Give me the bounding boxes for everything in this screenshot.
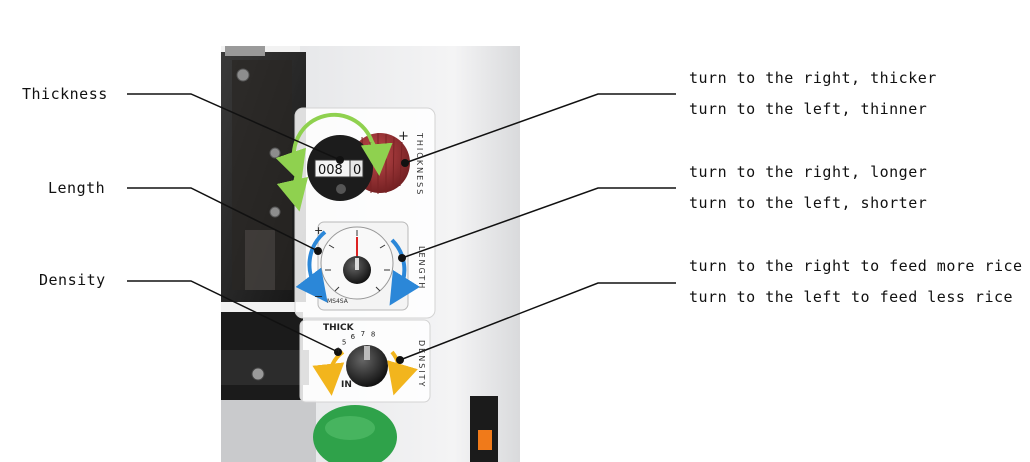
counter-digits: 008 [318, 163, 343, 178]
leader-length-note [401, 187, 676, 259]
note-thickness-left: turn to the left, thinner [689, 100, 928, 118]
label-density: Density [39, 271, 106, 289]
leader-thickness-note [404, 93, 676, 164]
hinge [225, 46, 265, 56]
note-length-right: turn to the right, longer [689, 163, 928, 181]
thickness-vertical-label: THICKNESS [415, 132, 424, 196]
density-knob [346, 345, 388, 387]
note-length-left: turn to the left, shorter [689, 194, 928, 212]
thickness-plus: + [398, 129, 409, 144]
length-arrow [295, 230, 328, 303]
density-thin-label: IN [341, 380, 352, 390]
density-scale-number: 8 [371, 331, 375, 339]
leader-thickness [127, 93, 341, 161]
density-scale-number: 4 [335, 347, 340, 355]
side-switch [470, 396, 498, 462]
density-scale-number: 6 [351, 333, 356, 341]
label-thickness: Thickness [22, 85, 108, 103]
thickness-arrow [275, 112, 374, 184]
density-scale-number: 7 [361, 330, 365, 338]
density-thick-label: THICK [323, 323, 355, 333]
counter-last-digit: 0 [353, 163, 361, 178]
length-vertical-label: LENGTH [417, 246, 426, 290]
note-density-left: turn to the left to feed less rice [689, 288, 1014, 306]
screw [236, 68, 250, 82]
length-minus: − [314, 290, 323, 303]
screw [269, 147, 281, 159]
density-vertical-label: DENSITY [417, 340, 426, 388]
side-lamp [478, 430, 492, 450]
leader-density [127, 280, 339, 353]
leader-length [127, 187, 319, 252]
label-length: Length [48, 179, 106, 197]
leader-density-note [399, 282, 676, 361]
note-thickness-right: turn to the right, thicker [689, 69, 937, 87]
note-density-right: turn to the right to feed more rice [689, 257, 1023, 275]
screw [269, 206, 281, 218]
timer-model: MS4SA [327, 298, 349, 305]
density-scale-number: 5 [342, 339, 346, 347]
length-plus: + [314, 224, 323, 237]
